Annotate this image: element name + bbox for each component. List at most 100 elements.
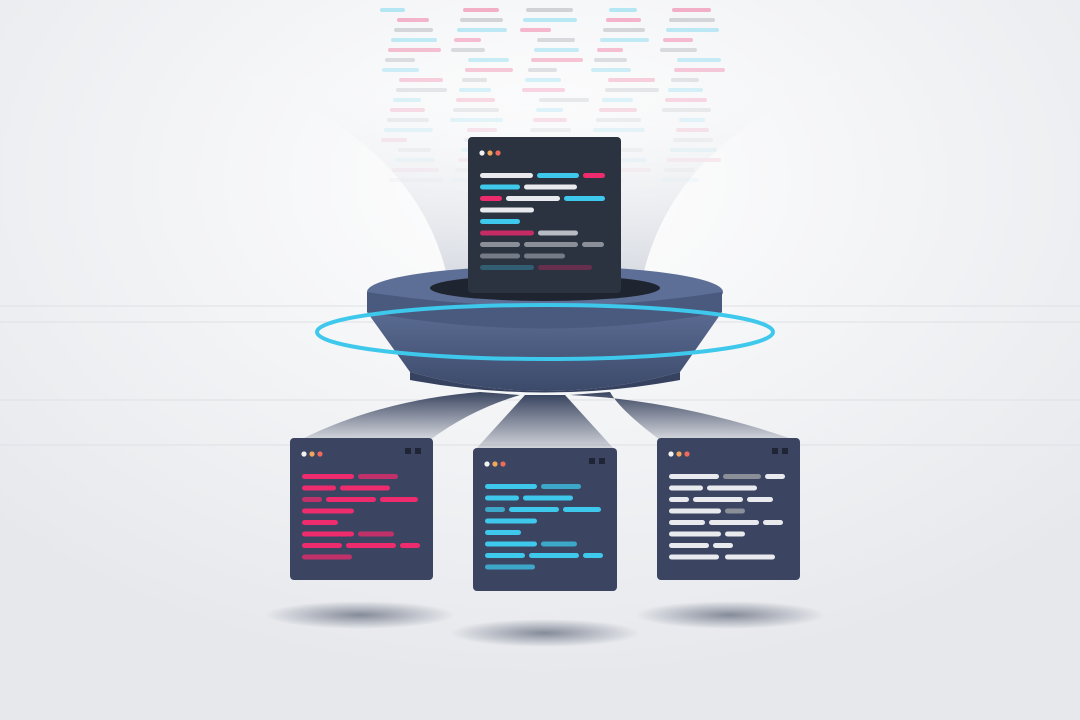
code-line [480,184,520,190]
window-dot-icon [487,150,493,156]
code-line [669,554,719,560]
code-line [485,518,537,524]
code-line [302,497,322,502]
code-line [669,497,689,502]
faded-code-line [394,28,433,32]
code-line [358,531,394,537]
code-line [707,485,757,491]
faded-code-line [669,18,715,22]
window-dot-icon [492,461,498,467]
window-button-icon [405,448,411,454]
pink-chunk-window [290,438,433,580]
white-chunk-window [657,438,800,580]
code-line [524,242,578,247]
code-line [509,507,559,512]
code-line [563,507,601,512]
faded-code-line [537,38,575,42]
window-dot-icon [668,451,674,457]
code-line [480,230,534,236]
code-line [541,541,577,547]
code-line [480,196,502,201]
code-line [583,553,603,558]
code-line [485,553,525,558]
code-line [340,485,390,491]
faded-code-line [603,28,645,32]
code-line [480,173,533,178]
faded-code-line [388,48,441,52]
faded-code-line [609,8,637,12]
code-line [485,564,535,570]
code-line [485,541,537,547]
code-line [524,184,577,190]
faded-code-line [460,18,503,22]
code-line [485,484,537,489]
code-line [538,265,592,270]
code-line [485,530,521,535]
faded-code-line [523,18,577,22]
faded-code-line [391,38,437,42]
code-line [523,495,573,501]
faded-code-line [380,8,405,12]
code-line [480,219,520,224]
code-line [302,554,352,560]
code-line [763,520,783,525]
code-line [480,207,534,213]
code-line [302,543,342,548]
faded-code-line [672,8,711,12]
window-button-icon [415,448,421,454]
window-dot-icon [484,461,490,467]
code-line [506,196,560,201]
shadows [265,601,825,647]
window-dot-icon [301,451,307,457]
code-line [709,520,759,525]
faded-code-line [463,8,499,12]
code-line [302,531,354,537]
code-line [400,543,420,548]
code-line [302,474,354,479]
window-button-icon [589,458,595,464]
faded-code-line [660,48,697,52]
faded-code-line [663,38,693,42]
code-line [669,485,703,491]
code-line [538,230,578,236]
code-line [723,474,761,479]
window-dot-icon [479,150,485,156]
code-line [583,173,605,178]
code-line [669,508,721,514]
window-dot-icon [676,451,682,457]
code-line [725,531,745,537]
code-line [582,242,604,247]
code-line [669,474,719,479]
code-line [302,485,336,491]
code-line [693,497,743,502]
code-line [358,474,398,479]
code-line [713,543,733,548]
code-line [480,265,534,270]
window-button-icon [772,448,778,454]
window-dot-icon [317,451,323,457]
source-window [468,137,621,293]
faded-code-line [606,18,641,22]
faded-code-line [397,18,429,22]
code-line [725,508,745,514]
code-line [669,531,721,537]
faded-code-line [666,28,719,32]
window-button-icon [599,458,605,464]
window-dot-icon [500,461,506,467]
code-line [725,554,775,560]
faded-code-line [520,28,551,32]
faded-code-line [451,48,485,52]
code-line [669,520,705,525]
window-button-icon [782,448,788,454]
code-line [541,484,581,489]
faded-code-line [600,38,649,42]
faded-code-line [526,8,573,12]
cyan-chunk-window [473,448,617,591]
code-line [485,495,519,501]
code-line [537,173,579,178]
code-line [302,520,338,525]
split-streams [300,392,795,450]
code-line [524,253,565,259]
code-line [326,497,376,502]
faded-code-line [534,48,579,52]
